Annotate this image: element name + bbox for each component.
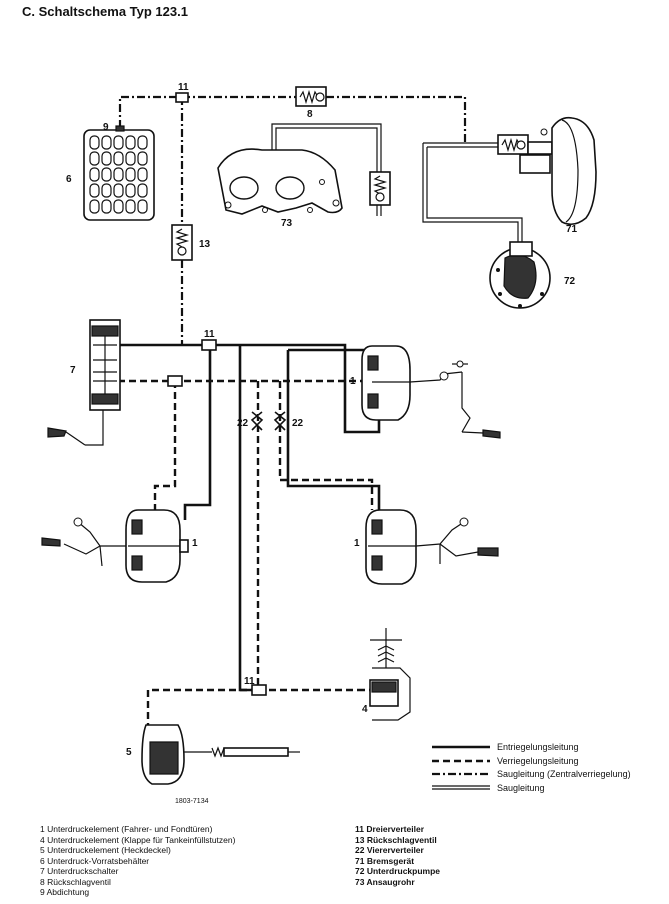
part-item: 9 Abdichtung (40, 887, 90, 897)
check-valve-13 (171, 224, 193, 261)
callout-1-left: 1 (192, 538, 198, 549)
part-item: 1 Unterdruckelement (Fahrer- und Fondtür… (40, 824, 213, 834)
reference-code: 1803-7134 (175, 798, 209, 805)
callout-7: 7 (70, 365, 76, 376)
door-element-1-left (41, 509, 189, 583)
check-valve-8 (295, 86, 327, 107)
part-item: 4 Unterdruckelement (Klappe für Tankeinf… (40, 834, 236, 845)
suction-line-double (271, 123, 523, 242)
part-item: 13 Rückschlagventil (355, 834, 437, 845)
part-item: 72 Unterdruckpumpe (355, 866, 441, 876)
diagram-title: C. Schaltschema Typ 123.1 (22, 4, 188, 19)
callout-11-mid: 11 (204, 329, 215, 340)
distributor-11-bottom (251, 684, 267, 696)
line-type-legend: Entriegelungsleitung Verriegelungsleitun… (432, 742, 631, 793)
intake-manifold-73 (217, 148, 343, 215)
part-item: 6 Unterdruck-Vorratsbehälter (40, 855, 150, 866)
door-element-1-right-top (361, 345, 501, 439)
distributor-11-mid (167, 339, 217, 387)
callout-5: 5 (126, 747, 132, 758)
callout-71: 71 (566, 224, 578, 235)
callout-9: 9 (103, 122, 109, 133)
callout-11-top: 11 (178, 82, 189, 93)
part-item: 22 Viererverteiler (355, 845, 424, 855)
part-item: 73 Ansaugrohr (355, 876, 415, 887)
legend-suction: Saugleitung (497, 783, 545, 793)
callout-72: 72 (564, 276, 576, 287)
callout-11-bottom: 11 (244, 676, 255, 687)
parts-legend-left: 1 Unterdruckelement (Fahrer- und Fondtür… (40, 824, 340, 898)
fuel-flap-element-4 (369, 628, 411, 721)
callout-labels: 11 8 9 6 13 73 71 72 7 11 1 22 22 1 1 4 … (66, 82, 578, 805)
callout-1-right-top: 1 (350, 376, 356, 387)
brake-booster-71 (497, 116, 597, 226)
part-item: 5 Unterdruckelement (Heckdeckel) (40, 845, 171, 855)
part-item: 8 Rückschlagventil (40, 876, 111, 887)
legend-suction-central: Saugleitung (Zentralverriegelung) (497, 769, 631, 779)
vacuum-pump-72 (489, 241, 551, 309)
part-item: 71 Bremsgerät (355, 855, 415, 866)
distributor-11-top (175, 92, 189, 103)
trunk-lid-element-5 (141, 724, 300, 785)
callout-8: 8 (307, 109, 313, 120)
callout-22-right: 22 (292, 418, 304, 429)
quad-distributor-22 (250, 411, 287, 431)
manifold-check-valve (369, 171, 391, 206)
parts-legend-right: 11 Dreierverteiler 13 Rückschlagventil 2… (355, 824, 655, 887)
callout-73: 73 (281, 218, 293, 229)
door-element-1-right-bottom (365, 509, 499, 585)
callout-13: 13 (199, 239, 211, 250)
callout-4: 4 (362, 704, 368, 715)
vacuum-reservoir-6 (83, 125, 155, 221)
callout-1-right-bottom: 1 (354, 538, 360, 549)
part-item: 7 Unterdruckschalter (40, 866, 119, 876)
vacuum-switch-7 (47, 319, 121, 446)
legend-lock-line: Verriegelungsleitung (497, 756, 579, 766)
part-item: 11 Dreierverteiler (355, 824, 424, 834)
suction-line-central-locking (118, 95, 467, 345)
legend-unlock-line: Entriegelungsleitung (497, 742, 579, 752)
callout-6: 6 (66, 174, 72, 185)
callout-22-left: 22 (237, 418, 249, 429)
